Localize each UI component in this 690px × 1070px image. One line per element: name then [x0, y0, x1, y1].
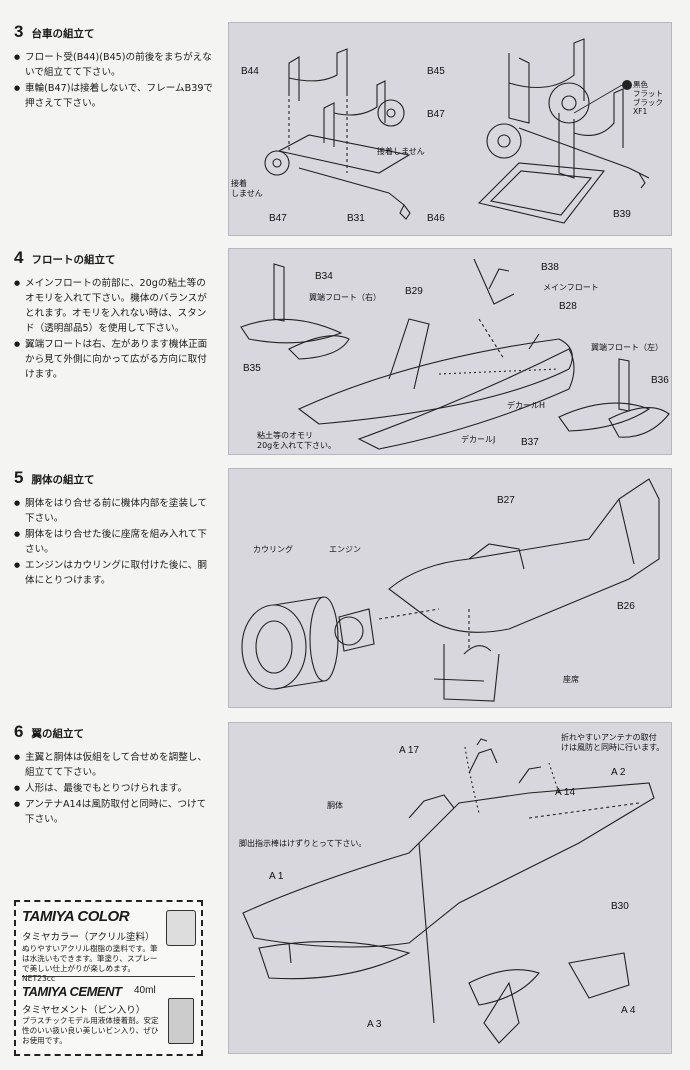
part-label-b34: B34	[315, 271, 333, 282]
tamiya-color-brand: TAMIYA COLOR	[22, 908, 130, 925]
instruction-item: アンテナA14は風防取付と同時に、つけて下さい。	[14, 797, 214, 827]
step-5-instructions: 5 胴体の組立て 胴体をはり合せる前に機体内部を塗装して下さい。 胴体をはり合せ…	[14, 468, 214, 589]
paint-jar-icon	[166, 910, 196, 946]
paint-name-line: フラット	[633, 89, 663, 98]
step-3-diagram: B44 B45 B47 接着しません 接着 しません B47 B31 B46 B…	[228, 22, 672, 236]
step-3-instructions: 3 台車の組立て フロート受(B44)(B45)の前後をまちがえないで組立てて下…	[14, 22, 214, 112]
instruction-item: 胴体をはり合せた後に座席を組み入れて下さい。	[14, 527, 214, 557]
paint-code: XF1	[633, 107, 648, 116]
part-label-a1: A 1	[269, 871, 284, 882]
instruction-item: 翼端フロートは右、左があります機体正面から見て外側に向かって広がる方向に取付けま…	[14, 337, 214, 382]
box-divider	[22, 976, 195, 977]
tamiya-cement-description: プラスチックモデル用液体接着剤。安定性のいい扱い良い美しいビン入り、ぜひお使用で…	[22, 1016, 159, 1045]
tamiya-color-description: ぬりやすいアクリル樹脂の塗料です。筆は水洗いもできます。筆塗り、スプレーで美しい…	[22, 944, 158, 983]
part-label-b47: B47	[269, 213, 287, 224]
part-label-a3: A 3	[367, 1019, 382, 1030]
clay-weight-note: 粘土等のオモリ 20gを入れて下さい。	[257, 431, 337, 450]
step-number: 3	[14, 22, 24, 41]
step-title: 胴体の組立て	[31, 474, 95, 486]
part-label-b36: B36	[651, 375, 669, 386]
decal-h-label: デカールH	[507, 401, 546, 410]
paint-color-note: 黒色 フラット ブラック XF1	[633, 80, 663, 116]
step-number: 6	[14, 722, 24, 741]
step-number: 5	[14, 468, 24, 487]
step-4-diagram: B34 翼端フロート（右） B29 B38 メインフロート B28 翼端フロート…	[228, 248, 672, 455]
instruction-item: 胴体をはり合せる前に機体内部を塗装して下さい。	[14, 496, 214, 526]
tamiya-cement-subtitle: タミヤセメント（ビン入り）	[22, 1005, 146, 1016]
part-label-b27: B27	[497, 495, 515, 506]
main-float-label: メインフロート	[543, 283, 599, 292]
instruction-item: 車輪(B47)は接着しないで、フレームB39で押さえて下さい。	[14, 81, 214, 111]
step-title: 翼の組立て	[31, 728, 84, 740]
float-illustration	[240, 258, 670, 450]
part-label-b28: B28	[559, 301, 577, 312]
wing-float-right-label: 翼端フロート（右）	[309, 293, 381, 302]
no-glue-note: 接着しません	[377, 147, 425, 156]
dolly-illustration	[264, 38, 650, 224]
seat-label: 座席	[563, 675, 579, 684]
part-label-b26: B26	[617, 601, 635, 612]
shave-note: 脚出指示棒はけずりとって下さい。	[239, 839, 367, 848]
no-glue-note: 接着 しません	[231, 179, 263, 198]
cement-volume: 40ml	[134, 985, 156, 996]
paint-swatch-label: 黒色	[633, 80, 648, 89]
part-label-a2: A 2	[611, 767, 626, 778]
step-6-diagram: A 17 折れやすいアンテナの取付 けは風防と同時に行います。 A 2 A 14…	[228, 722, 672, 1054]
part-label-b30: B30	[611, 901, 629, 912]
part-label-b37: B37	[521, 437, 539, 448]
step-title: 台車の組立て	[31, 28, 95, 40]
part-label-b39: B39	[613, 209, 631, 220]
part-label-a17: A 17	[399, 745, 420, 756]
antenna-note: 折れやすいアンテナの取付 けは風防と同時に行います。	[561, 733, 665, 752]
instruction-item: メインフロートの前部に、20gの粘土等のオモリを入れて下さい。機体のバランスがと…	[14, 276, 214, 336]
tamiya-cement-brand: TAMIYA CEMENT	[22, 984, 122, 999]
step-title: フロートの組立て	[31, 254, 116, 266]
decal-j-label: デカールJ	[461, 435, 496, 444]
part-label-b47: B47	[427, 109, 445, 120]
step-5-diagram: カウリング エンジン B27 B26 座席	[228, 468, 672, 708]
cement-bottle-icon	[168, 998, 194, 1044]
part-label-b31: B31	[347, 213, 365, 224]
engine-label: エンジン	[329, 545, 361, 554]
tamiya-color-subtitle: タミヤカラー（アクリル塗料）	[22, 932, 155, 943]
step-number: 4	[14, 248, 24, 267]
part-label-b29: B29	[405, 286, 423, 297]
part-label-b38: B38	[541, 262, 559, 273]
fuselage-illustration	[241, 478, 660, 702]
instruction-item: フロート受(B44)(B45)の前後をまちがえないで組立てて下さい。	[14, 50, 214, 80]
part-label-b46: B46	[427, 213, 445, 224]
instruction-item: 人形は、最後でもとりつけられます。	[14, 781, 214, 796]
part-label-b44: B44	[241, 66, 259, 77]
fuselage-label: 胴体	[327, 801, 343, 810]
instruction-item: 主翼と胴体は仮組をして合せめを調整し、組立てて下さい。	[14, 750, 214, 780]
wing-float-left-label: 翼端フロート（左）	[591, 343, 663, 352]
part-label-b45: B45	[427, 66, 445, 77]
tamiya-products-box: TAMIYA COLOR タミヤカラー（アクリル塗料） ぬりやすいアクリル樹脂の…	[14, 900, 203, 1056]
step-6-instructions: 6 翼の組立て 主翼と胴体は仮組をして合せめを調整し、組立てて下さい。 人形は、…	[14, 722, 214, 828]
cowling-label: カウリング	[253, 545, 293, 554]
wing-illustration	[242, 738, 655, 1044]
part-label-a14: A 14	[555, 787, 576, 798]
instruction-item: エンジンはカウリングに取付けた後に、胴体にとりつけます。	[14, 558, 214, 588]
paint-name-line: ブラック	[633, 98, 663, 107]
part-label-b35: B35	[243, 363, 261, 374]
step-4-instructions: 4 フロートの組立て メインフロートの前部に、20gの粘土等のオモリを入れて下さ…	[14, 248, 214, 383]
part-label-a4: A 4	[621, 1005, 636, 1016]
